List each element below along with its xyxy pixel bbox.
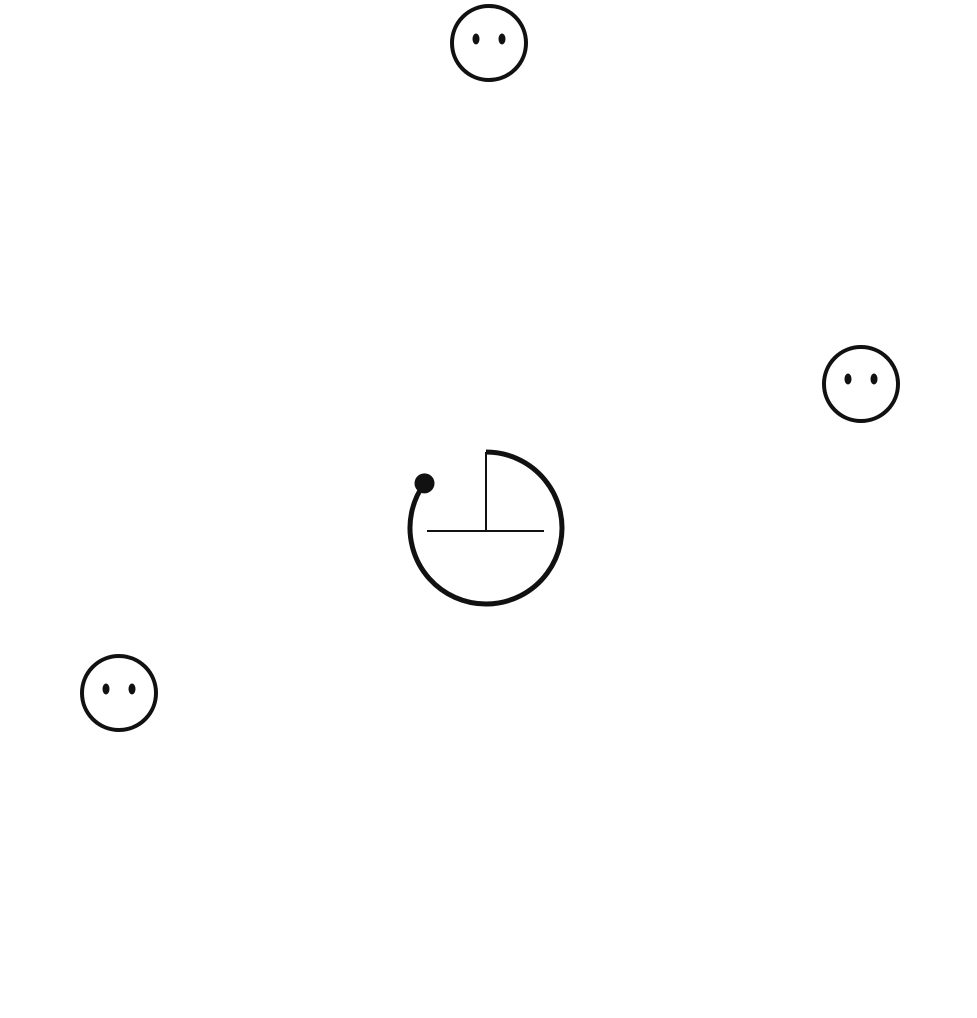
- face-eye-right: [128, 683, 136, 695]
- face-eye-left: [844, 373, 852, 385]
- face-eye-right: [870, 373, 878, 385]
- face-left-icon[interactable]: [80, 654, 158, 732]
- face-eye-right: [498, 33, 506, 45]
- dial-knob[interactable]: [414, 473, 435, 494]
- face-eye-left: [472, 33, 480, 45]
- face-outline: [822, 345, 900, 423]
- face-eye-left: [102, 683, 110, 695]
- face-top-icon[interactable]: [450, 4, 528, 82]
- face-right-icon[interactable]: [822, 345, 900, 423]
- dial-arc: [407, 449, 565, 607]
- face-outline: [450, 4, 528, 82]
- face-outline: [80, 654, 158, 732]
- player-dial-icon[interactable]: [407, 449, 565, 607]
